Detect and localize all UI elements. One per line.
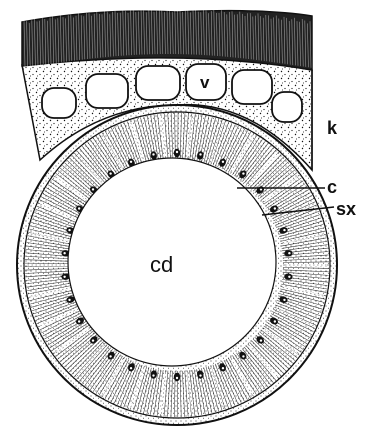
label-secretion: sx [336,199,356,219]
gland-ring [17,105,337,425]
label-central-duct: cd [150,252,173,277]
label-outer-layer: k [327,118,338,138]
label-cell: c [327,177,337,197]
label-vacuole: v [200,73,210,92]
